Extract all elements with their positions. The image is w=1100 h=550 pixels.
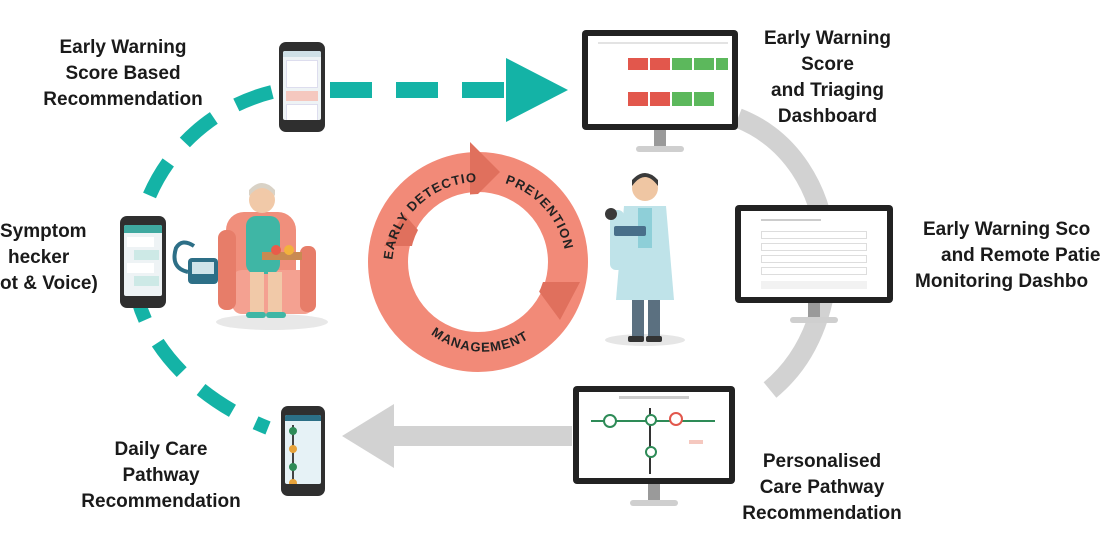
label-symptom-checker: Symptom hecker ot & Voice) <box>0 219 110 297</box>
label-line: Early Warning Sco <box>923 219 1091 240</box>
label-line: ot & Voice) <box>0 273 98 294</box>
doctor-illustration <box>605 173 685 346</box>
label-line: Pathway <box>122 465 200 486</box>
cycle-ring <box>368 142 588 372</box>
label-line: Care Pathway <box>759 477 885 498</box>
label-personalised-care-pathway: Personalised Care Pathway Recommendation <box>733 449 911 527</box>
label-daily-care-pathway: Daily Care Pathway Recommendation <box>66 437 256 515</box>
label-ews-triage-dashboard: Early Warning Score and Triaging Dashboa… <box>740 26 915 130</box>
label-line: Recommendation <box>742 503 902 524</box>
grey-arrow-head <box>342 404 394 468</box>
label-line: Recommendation <box>43 89 203 110</box>
label-ews-recommendation: Early Warning Score Based Recommendation <box>28 35 218 113</box>
label-line: Recommendation <box>81 491 241 512</box>
label-line: Early Warning <box>763 28 892 49</box>
ews-recommendation-phone <box>279 42 325 132</box>
label-line: Personalised <box>762 451 882 472</box>
label-line: Daily Care <box>114 439 208 460</box>
teal-arrow-head <box>506 58 568 122</box>
label-line: Monitoring Dashbo <box>915 271 1089 292</box>
label-line: Early Warning <box>59 37 187 58</box>
symptom-checker-phone <box>120 216 166 308</box>
patient-illustration <box>216 183 328 330</box>
label-line: Dashboard <box>777 106 878 127</box>
daily-care-pathway-phone <box>281 406 325 496</box>
triage-dashboard-monitor <box>582 30 738 154</box>
label-line: Symptom <box>0 221 87 242</box>
grey-arrow-shaft <box>392 426 572 446</box>
label-line: hecker <box>8 247 70 268</box>
care-pathway-monitor <box>573 386 735 508</box>
label-line: and Remote Patie <box>941 245 1100 266</box>
label-ews-remote-monitoring: Early Warning Sco and Remote Patie Monit… <box>913 217 1100 295</box>
bp-monitor-icon <box>172 240 218 284</box>
label-line: Score <box>801 54 854 75</box>
label-line: and Triaging <box>771 80 884 101</box>
remote-monitoring-monitor <box>735 205 893 325</box>
label-line: Score Based <box>65 63 181 84</box>
